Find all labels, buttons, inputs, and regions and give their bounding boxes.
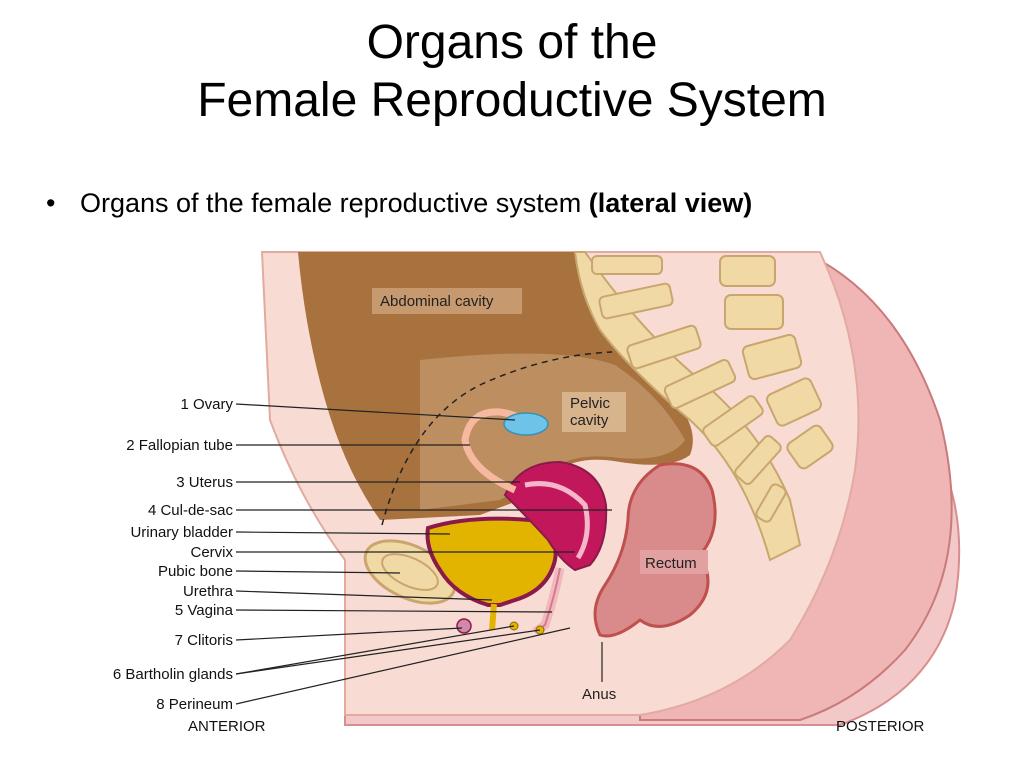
label-urinary-bladder: Urinary bladder bbox=[130, 524, 233, 541]
label-ovary: 1 Ovary bbox=[180, 396, 233, 413]
pelvic-cavity-label-1: Pelvic bbox=[570, 395, 611, 412]
anus-label: Anus bbox=[582, 686, 616, 703]
bullet-bold-text: (lateral view) bbox=[588, 188, 753, 218]
label-cervix: Cervix bbox=[190, 544, 233, 561]
urethra bbox=[489, 603, 497, 631]
abdominal-cavity-label: Abdominal cavity bbox=[380, 293, 494, 310]
label-vagina: 5 Vagina bbox=[175, 602, 234, 619]
title-line-1: Organs of the bbox=[366, 16, 658, 69]
rectum-label: Rectum bbox=[645, 555, 697, 572]
label-pubic-bone: Pubic bone bbox=[158, 563, 233, 580]
urinary-bladder bbox=[425, 516, 558, 607]
rectum bbox=[593, 462, 717, 638]
uterus bbox=[503, 460, 608, 572]
abdominal-cavity-label-box bbox=[372, 288, 522, 314]
organ-labels: 1 Ovary 2 Fallopian tube 3 Uterus 4 Cul-… bbox=[113, 396, 234, 713]
pelvic-cavity-boundary bbox=[381, 351, 613, 526]
label-fallopian-tube: 2 Fallopian tube bbox=[126, 437, 233, 454]
label-cul-de-sac: 4 Cul-de-sac bbox=[148, 502, 234, 519]
pelvic-cavity-label-2: cavity bbox=[570, 412, 609, 429]
slide-title: Organs of the Female Reproductive System bbox=[0, 14, 1024, 130]
label-bartholin-glands: 6 Bartholin glands bbox=[113, 666, 233, 683]
spine bbox=[573, 251, 834, 562]
label-perineum: 8 Perineum bbox=[156, 696, 233, 713]
posterior-label: POSTERIOR bbox=[836, 718, 925, 735]
label-urethra: Urethra bbox=[183, 583, 234, 600]
label-uterus: 3 Uterus bbox=[176, 474, 233, 491]
label-clitoris: 7 Clitoris bbox=[175, 632, 233, 649]
bullet-dot-icon: • bbox=[46, 188, 56, 218]
pelvic-cavity-label-box bbox=[562, 392, 626, 432]
clitoris bbox=[456, 618, 472, 634]
title-line-2: Female Reproductive System bbox=[197, 74, 827, 127]
rectum-label-box bbox=[640, 550, 708, 574]
bullet-point: • Organs of the female reproductive syste… bbox=[46, 188, 752, 219]
bullet-text: Organs of the female reproductive system bbox=[80, 188, 589, 218]
ovary bbox=[503, 412, 549, 436]
anterior-label: ANTERIOR bbox=[188, 718, 266, 735]
leader-lines bbox=[235, 403, 612, 705]
